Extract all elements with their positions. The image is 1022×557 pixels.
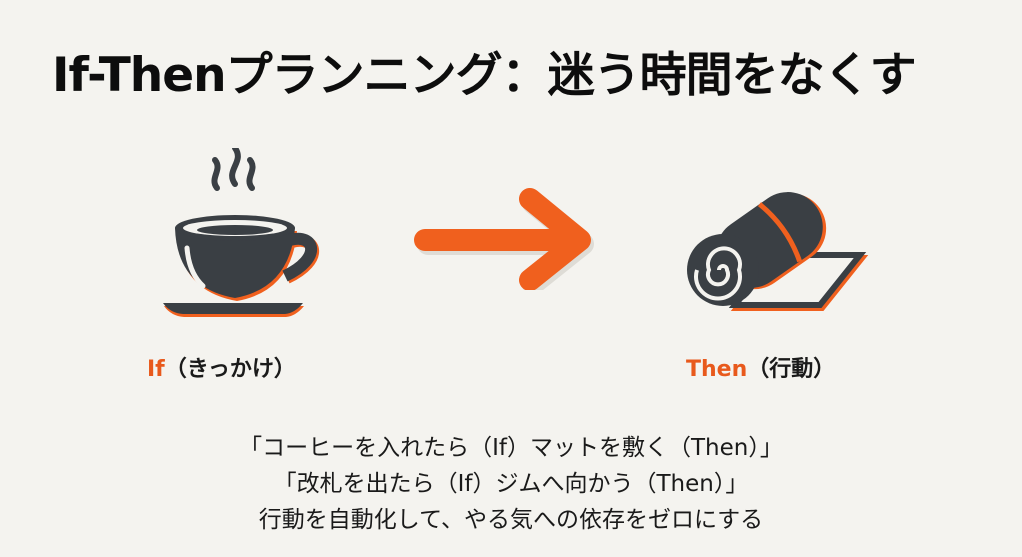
if-key: If: [147, 357, 165, 382]
example-line-1: 「コーヒーを入れたら（If）マットを敷く（Then）」: [239, 435, 783, 461]
then-desc: （行動）: [747, 357, 836, 382]
then-key: Then: [686, 357, 748, 382]
if-label: If（きっかけ）: [147, 351, 296, 383]
then-label: Then（行動）: [686, 351, 835, 383]
coffee-cup-icon: [155, 145, 325, 323]
if-desc: （きっかけ）: [164, 357, 296, 382]
summary-line: 行動を自動化して、やる気への依存をゼロにする: [258, 507, 764, 533]
arrow-right-icon: [410, 185, 600, 295]
example-line-2: 「改札を出たら（If）ジムへ向かう（Then）」: [273, 471, 749, 497]
example-lines: 「コーヒーを入れたら（If）マットを敷く（Then）」 「改札を出たら（If）ジ…: [0, 430, 1022, 538]
yoga-mat-icon: [675, 160, 870, 315]
page-title: If-Thenプランニング：迷う時間をなくす: [52, 48, 917, 103]
